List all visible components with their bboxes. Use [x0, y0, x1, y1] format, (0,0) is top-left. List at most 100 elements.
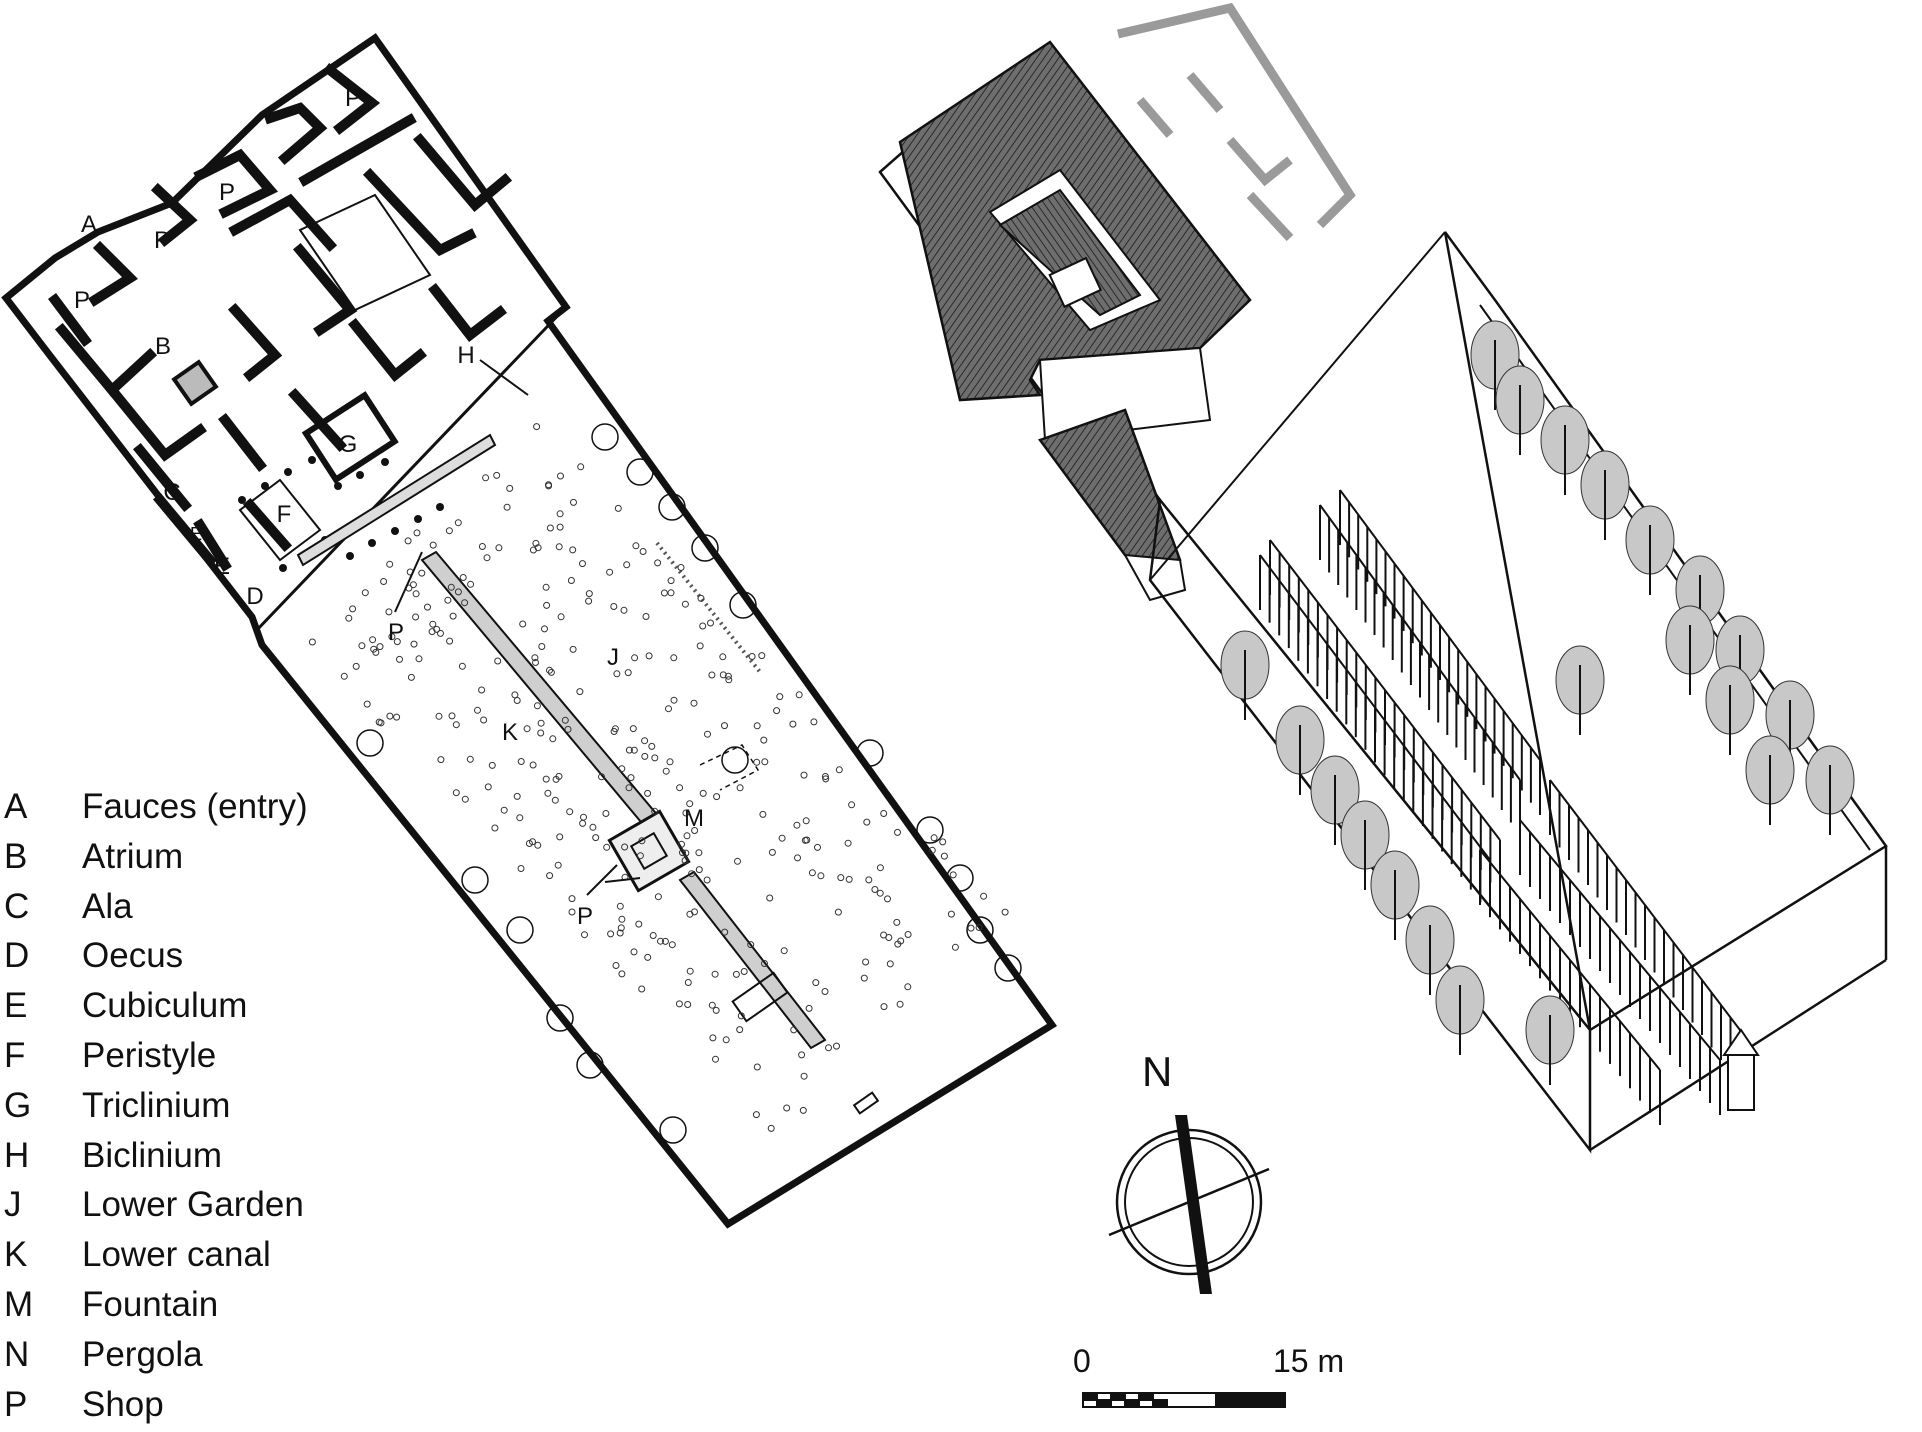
planting-hole: [690, 699, 698, 707]
planting-hole: [644, 789, 652, 797]
planting-hole: [625, 784, 633, 792]
compass: [1108, 1114, 1270, 1295]
legend-name: Shop: [82, 1384, 164, 1424]
planting-hole: [679, 849, 686, 857]
tree: [1495, 365, 1545, 455]
planting-hole: [429, 620, 437, 628]
plan-label-M: M: [684, 805, 704, 832]
planting-hole: [437, 756, 445, 764]
planting-hole: [483, 554, 491, 562]
planting-hole: [800, 1072, 808, 1080]
planting-hole: [660, 589, 668, 597]
planting-hole: [459, 574, 467, 581]
planting-hole: [620, 606, 628, 614]
planting-hole: [752, 1111, 760, 1119]
planting-hole: [435, 712, 443, 720]
tree: [1580, 450, 1630, 540]
planting-hole: [825, 1044, 832, 1052]
planting-hole: [686, 967, 694, 975]
planting-hole: [844, 839, 852, 847]
planting-hole: [677, 564, 685, 571]
planting-hole: [369, 636, 377, 644]
planting-hole: [724, 672, 732, 680]
planting-hole: [880, 931, 888, 939]
planting-hole: [707, 619, 714, 627]
planting-hole: [682, 849, 690, 857]
plan-label-F: F: [277, 501, 292, 528]
planting-hole: [876, 864, 884, 872]
planting-hole: [789, 720, 797, 728]
planting-hole: [542, 583, 550, 591]
planting-hole: [567, 577, 575, 584]
legend-letter: H: [4, 1135, 30, 1175]
planting-hole: [454, 519, 462, 527]
planting-hole: [557, 472, 564, 480]
legend-letter: C: [4, 886, 30, 926]
planting-hole: [641, 752, 649, 760]
planting-hole: [835, 766, 843, 774]
planting-hole: [568, 895, 576, 903]
planting-hole: [448, 712, 456, 720]
planting-hole: [569, 645, 577, 653]
planting-hole: [808, 869, 816, 877]
planting-hole: [623, 561, 631, 569]
planting-hole: [884, 895, 891, 903]
house-gable: [1038, 346, 1212, 442]
planting-hole: [801, 836, 809, 844]
planting-hole: [554, 861, 562, 869]
planting-hole: [616, 902, 624, 910]
planting-hole: [511, 691, 519, 699]
planting-hole: [722, 1036, 730, 1044]
planting-hole: [638, 985, 646, 993]
planting-hole: [886, 960, 894, 968]
leader-P-lower-a: [586, 864, 618, 896]
planting-hole: [711, 970, 719, 978]
leader-P-upper: [394, 551, 423, 613]
planting-hole: [603, 843, 611, 851]
legend-letter: N: [4, 1334, 30, 1374]
tree: [1405, 905, 1455, 995]
planting-hole: [904, 983, 912, 991]
planting-hole: [410, 640, 418, 648]
planting-hole: [517, 865, 525, 872]
planting-hole: [418, 569, 426, 577]
planting-hole: [709, 1034, 717, 1042]
planting-hole: [651, 807, 659, 815]
planting-hole: [780, 947, 788, 955]
planting-hole: [761, 960, 768, 967]
legend-row: H Biclinium: [0, 1131, 360, 1181]
tree: [1435, 965, 1485, 1055]
planting-hole: [555, 543, 563, 551]
planting-hole: [493, 471, 501, 479]
planting-hole: [721, 722, 728, 730]
planting-hole: [862, 958, 870, 966]
legend-name: Biclinium: [82, 1135, 223, 1175]
plan-label-B: B: [155, 333, 171, 360]
legend-letter: A: [4, 787, 28, 826]
planting-hole: [686, 800, 694, 808]
planting-hole: [576, 688, 584, 696]
tree: [1340, 800, 1390, 890]
planting-hole: [732, 970, 740, 978]
planting-hole: [478, 686, 486, 694]
tree: [1705, 665, 1755, 755]
planting-hole: [951, 943, 959, 951]
planting-hole: [666, 758, 674, 766]
planting-hole: [458, 662, 466, 670]
planting-hole: [768, 848, 776, 856]
planting-hole: [805, 1004, 813, 1012]
tree: [1625, 505, 1675, 595]
wing-roof: [1037, 408, 1182, 577]
planting-hole: [776, 693, 784, 701]
planting-hole: [452, 789, 460, 797]
planting-hole: [651, 754, 659, 762]
planting-hole: [556, 833, 564, 841]
tree: [1220, 630, 1270, 720]
planting-hole: [607, 930, 615, 938]
planting-hole: [834, 908, 842, 916]
planting-hole: [639, 548, 647, 555]
